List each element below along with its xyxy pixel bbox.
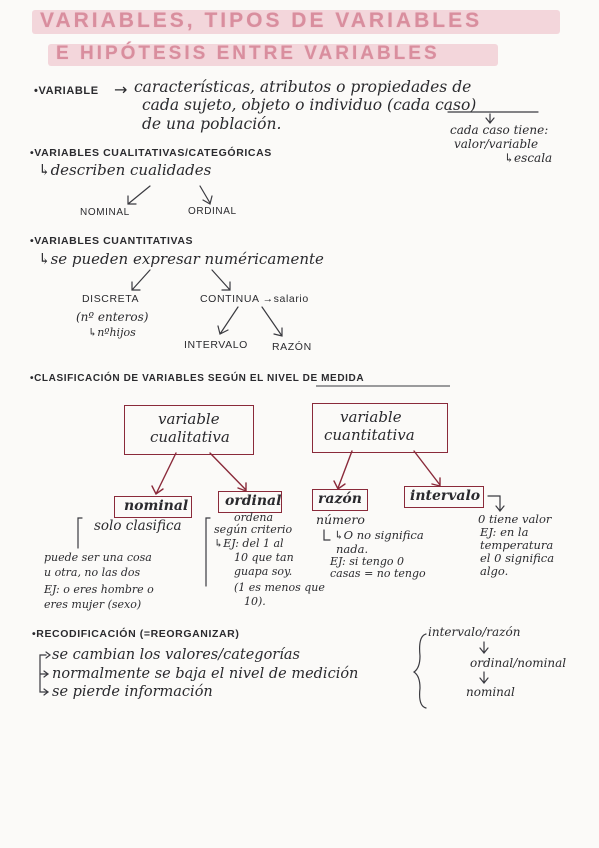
razon-note-4: casas = no tengo	[330, 567, 426, 580]
ordinal-sub-1: ordena	[234, 511, 274, 524]
razon-note-1: ↳O no significa	[334, 528, 424, 542]
variable-heading: •VARIABLE	[34, 85, 99, 97]
recodificacion-brace	[412, 633, 427, 709]
ordinal-sub-2: según criterio	[214, 523, 293, 536]
recodificacion-arrowhead-1	[45, 651, 51, 659]
continua-arrow-right	[261, 306, 283, 337]
cualitativa-to-nominal	[151, 452, 177, 496]
cualitativa-box-line1: variable	[158, 410, 220, 428]
variable-note-2: valor/variable	[454, 137, 539, 151]
cualitativas-nominal: NOMINAL	[80, 207, 130, 218]
cuantitativas-discreta-example: ↳nºhijos	[88, 326, 136, 339]
razon-box	[312, 489, 368, 511]
cuantitativas-discreta-sub: (nº enteros)	[76, 310, 149, 324]
cualitativas-arrow-right	[199, 185, 213, 205]
variable-note-3: ↳escala	[504, 151, 553, 165]
cualitativas-heading: •VARIABLES CUALITATIVAS/CATEGÓRICAS	[30, 147, 272, 159]
cualitativas-description: ↳describen cualidades	[38, 161, 212, 179]
intervalo-note-5: algo.	[480, 564, 509, 578]
intervalo-box	[404, 486, 484, 508]
razon-arrow	[323, 529, 331, 541]
variable-definition-2: cada sujeto, objeto o individuo (cada ca…	[142, 96, 477, 114]
recodificacion-arrowhead-2	[43, 670, 49, 678]
variable-arrow: →	[114, 80, 128, 99]
intervalo-note-3: temperatura	[480, 538, 554, 552]
intervalo-arrow	[487, 495, 505, 512]
intervalo-note-2: EJ: en la	[480, 525, 529, 539]
intervalo-label: intervalo	[410, 488, 481, 504]
nominal-label: nominal	[124, 498, 189, 514]
recodificacion-right-1: intervalo/razón	[428, 625, 521, 639]
recodificacion-line-3: se pierde información	[52, 684, 213, 700]
cuantitativa-box	[312, 403, 448, 453]
continua-arrow-left	[217, 306, 239, 335]
nominal-note-3: EJ: o eres hombre o	[44, 583, 154, 596]
cualitativa-box	[124, 405, 254, 455]
ordinal-sub-6: (1 es menos que	[234, 581, 325, 594]
nominal-sub: solo clasifica	[94, 518, 182, 534]
cada-caso-arrow	[485, 113, 495, 124]
nominal-box	[114, 496, 192, 518]
ordinal-box	[218, 491, 282, 513]
cuantitativas-description: ↳se pueden expresar numéricamente	[38, 250, 324, 268]
cuantitativas-continua: CONTINUA →salario	[200, 293, 309, 305]
title-highlight-1	[32, 10, 560, 34]
cuantitativas-discreta: DISCRETA	[82, 293, 140, 305]
nominal-bracket	[77, 517, 83, 549]
recodificacion-line-1: se cambian los valores/categorías	[52, 647, 300, 663]
clasificacion-heading: •CLASIFICACIÓN DE VARIABLES SEGÚN EL NIV…	[30, 373, 365, 384]
cuantitativas-arrow-left	[131, 269, 151, 291]
variable-definition-1: características, atributos o propiedades…	[134, 78, 472, 96]
intervalo-note-1: 0 tiene valor	[478, 512, 552, 526]
cuantitativa-box-line1: variable	[340, 408, 402, 426]
razon-note-2: nada.	[336, 542, 369, 556]
cuantitativa-to-razon	[333, 450, 353, 491]
variable-note-1: cada caso tiene:	[450, 123, 549, 137]
nominal-note-2: u otra, no las dos	[44, 566, 141, 579]
recodificacion-down-2	[479, 671, 489, 684]
recodificacion-right-2: ordinal/nominal	[470, 656, 567, 670]
razon-note-3: EJ: si tengo 0	[330, 555, 405, 568]
ordinal-label: ordinal	[225, 493, 282, 509]
cualitativa-to-ordinal	[209, 452, 247, 493]
cuantitativas-heading: •VARIABLES CUANTITATIVAS	[30, 235, 194, 247]
recodificacion-right-3: nominal	[466, 685, 515, 699]
recodificacion-bracket	[39, 654, 49, 693]
cuantitativas-intervalo: INTERVALO	[184, 339, 248, 351]
cuantitativas-arrow-right	[211, 269, 231, 291]
cuantitativa-box-line2: cuantitativa	[324, 426, 415, 444]
cuantitativa-to-intervalo	[413, 450, 441, 487]
intervalo-note-4: el 0 significa	[480, 551, 555, 565]
variable-definition-3: de una población.	[142, 115, 282, 133]
recodificacion-heading: •RECODIFICACIÓN (=REORGANIZAR)	[32, 628, 240, 640]
ordinal-bracket	[205, 517, 211, 587]
cualitativas-ordinal: ORDINAL	[188, 206, 237, 217]
razon-label: razón	[318, 491, 362, 507]
recodificacion-line-2: normalmente se baja el nivel de medición	[52, 666, 359, 682]
title-highlight-2	[48, 44, 498, 66]
nominal-note-1: puede ser una cosa	[44, 551, 152, 564]
cuantitativas-razon: RAZÓN	[272, 341, 312, 353]
recodificacion-down-1	[479, 641, 489, 654]
recodificacion-arrowhead-3	[43, 688, 49, 696]
ordinal-sub-3: ↳EJ: del 1 al	[214, 537, 284, 550]
page-title: VARIABLES, TIPOS DE VARIABLES	[40, 9, 483, 32]
razon-sub: número	[316, 512, 365, 527]
page-subtitle: E HIPÓTESIS ENTRE VARIABLES	[56, 43, 440, 64]
ordinal-sub-7: 10).	[244, 595, 266, 608]
ordinal-sub-5: guapa soy.	[234, 565, 293, 578]
ordinal-sub-4: 10 que tan	[234, 551, 294, 564]
nominal-note-4: eres mujer (sexo)	[44, 598, 142, 611]
cualitativas-arrow-left	[127, 185, 151, 205]
cualitativa-box-line2: cualitativa	[150, 428, 230, 446]
